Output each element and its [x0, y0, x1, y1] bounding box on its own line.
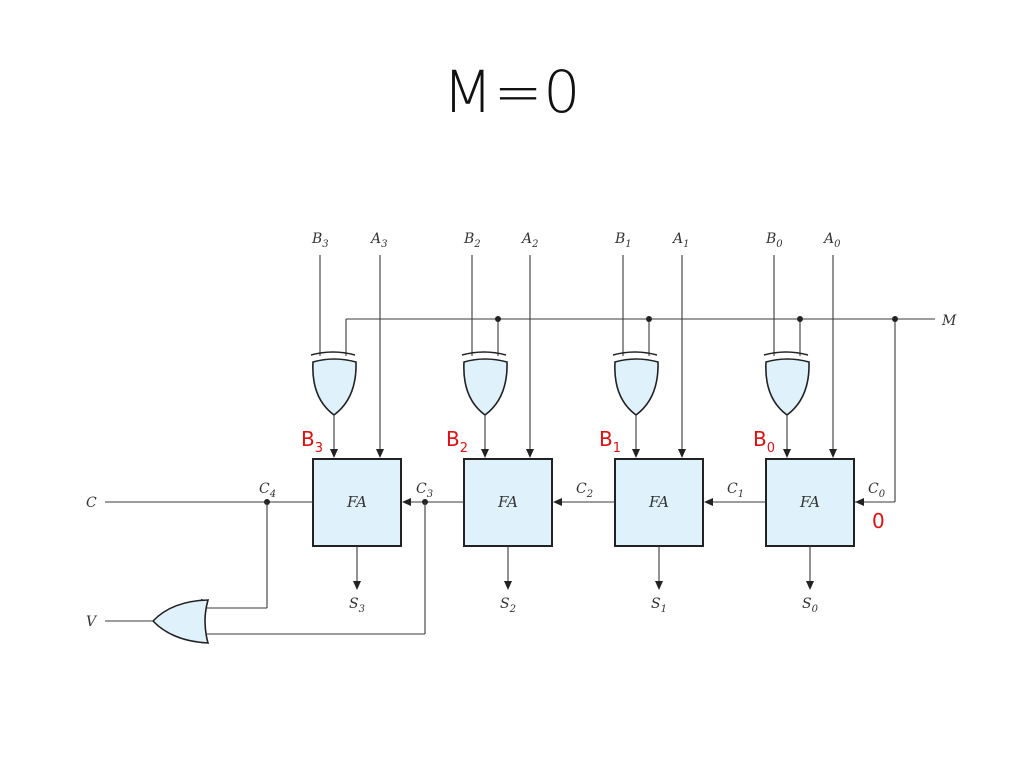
b2-input-label: B2 — [463, 231, 481, 250]
mode-bus — [345, 316, 935, 506]
b1-input-label: B1 — [614, 231, 632, 250]
a0-input-label: A0 — [822, 231, 841, 250]
xor-gate-1 — [612, 351, 659, 458]
c1-label: C1 — [727, 481, 744, 500]
fa3-label: FA — [346, 493, 367, 511]
b2-complement-annotation: B2 — [446, 427, 468, 456]
xor-gate-3 — [310, 351, 357, 458]
a3-input-label: A3 — [369, 231, 388, 250]
sum-outputs — [353, 546, 814, 590]
xor-gate-0 — [763, 351, 810, 458]
fa2-label: FA — [497, 493, 518, 511]
s3-label: S3 — [349, 596, 365, 615]
overflow-xor-gate — [105, 598, 210, 644]
mode-label: M — [941, 313, 957, 329]
a2-input-label: A2 — [520, 231, 539, 250]
s1-label: S1 — [651, 596, 667, 615]
c0-label: C0 — [868, 481, 886, 500]
c0-value-annotation: 0 — [872, 509, 885, 533]
c4-label: C4 — [259, 481, 276, 500]
xor-gate-2 — [461, 351, 508, 458]
slide-title: M=0 — [442, 58, 582, 126]
full-adder-3: FA — [312, 458, 402, 547]
b3-complement-annotation: B3 — [301, 427, 323, 456]
input-wires — [319, 255, 837, 458]
full-adder-1: FA — [614, 458, 704, 547]
s2-label: S2 — [500, 596, 516, 615]
c3-label: C3 — [416, 481, 433, 500]
fa1-label: FA — [648, 493, 669, 511]
carry-out-label: C — [86, 495, 97, 511]
b3-input-label: B3 — [311, 231, 329, 250]
overflow-label: V — [86, 614, 98, 630]
b1-complement-annotation: B1 — [599, 427, 621, 456]
s0-label: S0 — [802, 596, 819, 615]
a1-input-label: A1 — [671, 231, 690, 250]
c2-label: C2 — [576, 481, 593, 500]
full-adder-0: FA — [765, 458, 855, 547]
carry-chain — [105, 498, 766, 635]
b0-input-label: B0 — [765, 231, 783, 250]
full-adder-2: FA — [463, 458, 553, 547]
fa0-label: FA — [799, 493, 820, 511]
b0-complement-annotation: B0 — [753, 427, 775, 456]
